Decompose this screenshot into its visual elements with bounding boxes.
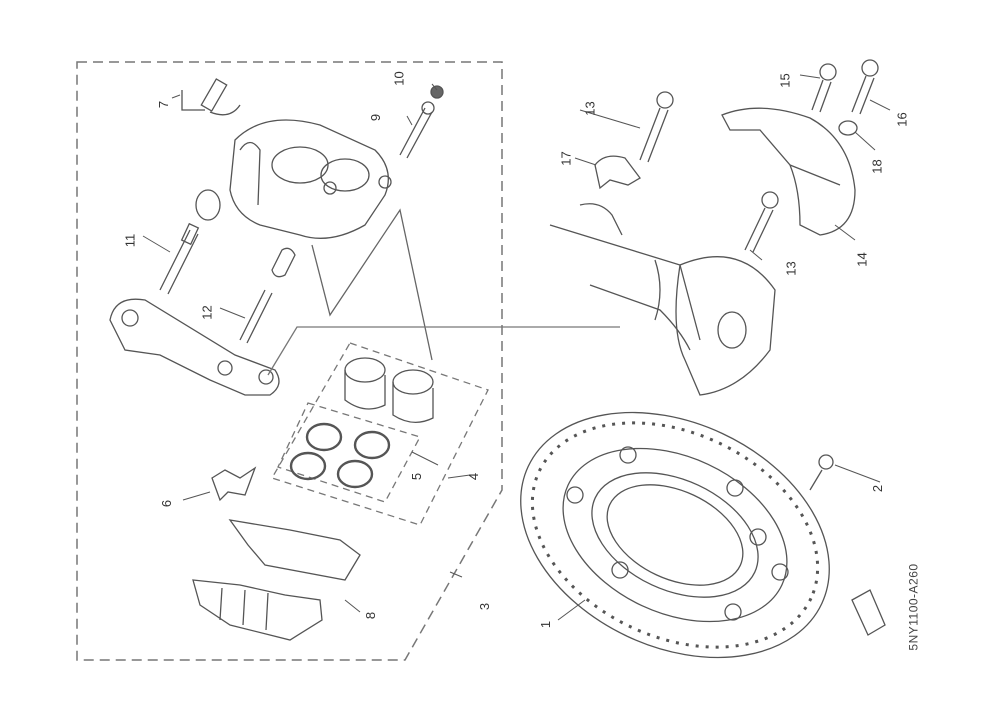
callout-18: 18	[869, 159, 885, 174]
hose-holder	[594, 155, 641, 190]
callout-16: 16	[894, 112, 910, 127]
bolt-13-lower	[744, 191, 779, 253]
callout-4: 4	[466, 472, 482, 481]
piston-seal-rings	[289, 422, 391, 489]
slide-pin-bolt	[239, 247, 296, 344]
callout-5: 5	[409, 472, 425, 481]
brake-disc	[520, 411, 830, 659]
callout-7: 7	[156, 100, 172, 109]
disc-bolt	[809, 454, 834, 491]
callout-10: 10	[391, 71, 407, 86]
caliper-body	[229, 119, 392, 239]
callout-17: 17	[558, 151, 574, 166]
pad-spring	[211, 466, 257, 502]
callout-8: 8	[363, 611, 379, 620]
fork-leg	[549, 203, 776, 396]
washer	[838, 120, 858, 136]
callout-13a: 13	[582, 101, 598, 116]
bolt-15	[811, 63, 837, 113]
callout-12: 12	[199, 305, 215, 320]
bleed-screw	[181, 78, 241, 116]
caliper-bracket	[109, 298, 280, 396]
callout-9: 9	[368, 113, 384, 122]
pad-pin	[399, 101, 435, 159]
callout-1: 1	[538, 620, 554, 629]
caliper-assembly-boundary	[76, 61, 503, 661]
seal-kit-boundary	[271, 342, 489, 526]
callout-2: 2	[870, 484, 886, 493]
callout-14: 14	[854, 252, 870, 267]
piston-seals-boundary	[277, 402, 421, 503]
disc-guard	[721, 107, 856, 236]
slide-pin	[159, 222, 200, 295]
callout-15: 15	[777, 73, 793, 88]
callout-11: 11	[122, 233, 138, 248]
dust-boot	[195, 189, 221, 221]
callout-13b: 13	[783, 261, 799, 276]
bolt-16	[851, 59, 879, 115]
callout-3: 3	[477, 602, 493, 611]
pin-plug	[430, 85, 444, 99]
pistons	[344, 357, 434, 423]
drawing-code: 5NY1100-A260	[906, 563, 921, 651]
brake-pads	[192, 519, 361, 641]
bolt-13-top	[639, 91, 674, 163]
disc-bolt-icon	[851, 589, 886, 636]
callout-6: 6	[159, 499, 175, 508]
